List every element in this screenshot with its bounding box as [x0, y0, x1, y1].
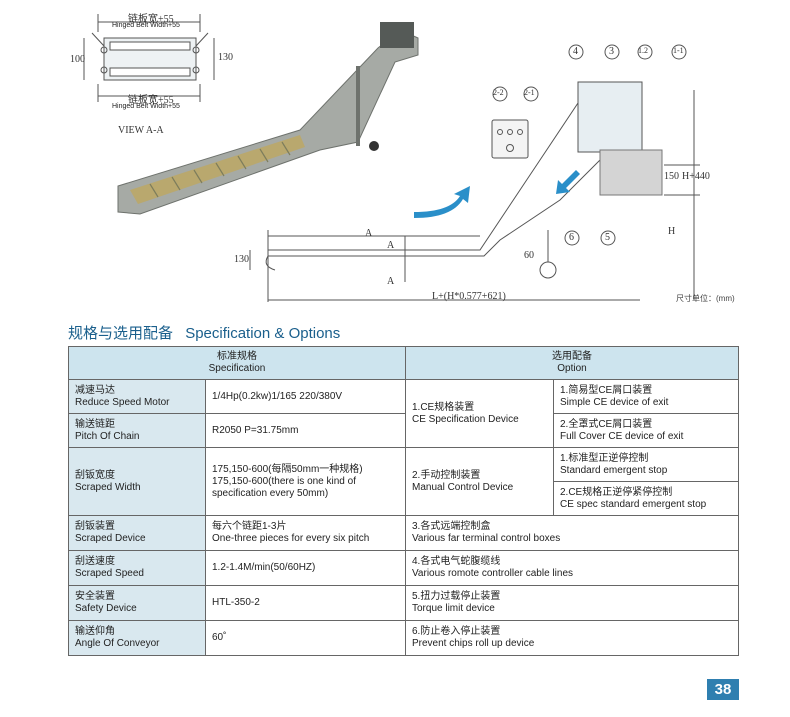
option-ce-simple: 1.简易型CE屑口装置 Simple CE device of exit	[553, 379, 739, 414]
option-cable-lines: 4.各式电气蛇腹缆线 Various romote controller cab…	[405, 550, 739, 586]
callout-3: 3	[609, 46, 614, 57]
table-row: 刮钣装置 Scraped Device 每六个链距1-3片 One-three …	[68, 515, 739, 551]
dim-60: 60	[524, 250, 534, 261]
dim-top-en: Hinged Belt Width+55	[112, 22, 180, 29]
cross-section-view	[83, 14, 215, 102]
dim-130-left: 130	[234, 254, 249, 265]
option-standard-stop: 1.标准型正逆停控制 Standard emergent stop	[553, 447, 739, 482]
spec-table: 标准规格 Specification 选用配备 Option 减速马达 Redu…	[68, 346, 739, 656]
table-header-row: 标准规格 Specification 选用配备 Option	[68, 346, 739, 380]
dim-100: 100	[70, 54, 85, 65]
row-value-pitch: R2050 P=31.75mm	[205, 413, 406, 448]
option-ce-full: 2.全罩式CE屑口装置 Full Cover CE device of exit	[553, 413, 739, 448]
flow-arrow-icon	[556, 170, 580, 194]
callout-1-2: 1.2	[638, 46, 648, 55]
option-ce-device: 1.CE规格装置 CE Specification Device	[405, 379, 554, 448]
option-ce-stop: 2.CE规格正逆停紧停控制 CE spec standard emergent …	[553, 481, 739, 516]
dim-h: H	[668, 226, 676, 237]
dim-bottom-en: Hinged Belt Width+55	[112, 103, 180, 110]
row-value-speed: 1.2-1.4M/min(50/60HZ)	[205, 550, 406, 586]
callout-4: 4	[573, 46, 578, 57]
section-title-en: Specification & Options	[185, 325, 341, 342]
option-roll-up-stop: 6.防止卷入停止装置 Prevent chips roll up device	[405, 620, 739, 656]
callout-6: 6	[569, 232, 574, 243]
dim-a3: A	[387, 276, 395, 287]
page-number: 38	[707, 679, 739, 700]
callout-2-2: 2-2	[493, 88, 504, 97]
table-row: 刮钣宽度 Scraped Width 175,150-600(每隔50mm一种规…	[68, 447, 739, 516]
row-value-device: 每六个链距1-3片 One-three pieces for every six…	[205, 515, 406, 551]
row-value-motor: 1/4Hp(0.2kw)1/165 220/380V	[205, 379, 406, 414]
table-row: 刮送速度 Scraped Speed 1.2-1.4M/min(50/60HZ)…	[68, 550, 739, 586]
callout-1-1: 1-1	[673, 46, 684, 55]
option-control-boxes: 3.各式远端控制盒 Various far terminal control b…	[405, 515, 739, 551]
row-label-width: 刮钣宽度 Scraped Width	[68, 447, 206, 516]
table-row: 减速马达 Reduce Speed Motor 1/4Hp(0.2kw)1/16…	[68, 379, 739, 448]
callout-5: 5	[605, 232, 610, 243]
table-row: 2.CE规格正逆停紧停控制 CE spec standard emergent …	[69, 481, 739, 516]
unit-note: 尺寸单位：(mm)	[676, 294, 735, 303]
technical-drawings	[83, 14, 700, 302]
table-row: 输送链距 Pitch Of Chain R2050 P=31.75mm 2.全罩…	[68, 413, 739, 448]
section-title-cn: 规格与选用配备	[68, 325, 174, 342]
row-value-angle: 60˚	[205, 620, 406, 656]
dim-a2: A	[387, 240, 395, 251]
option-torque-limit: 5.扭力过载停止装置 Torque limit device	[405, 585, 739, 621]
header-specification: 标准规格 Specification	[68, 346, 406, 380]
conveyor-photo	[117, 22, 419, 215]
row-value-width: 175,150-600(每隔50mm一种规格) 175,150-600(ther…	[205, 447, 406, 516]
section-title: 规格与选用配备 Specification & Options	[68, 322, 340, 343]
table-row: 输送仰角 Angle Of Conveyor 60˚ 6.防止卷入停止装置 Pr…	[68, 620, 739, 656]
row-label-device: 刮钣装置 Scraped Device	[68, 515, 206, 551]
dim-130-top: 130	[218, 52, 233, 63]
dim-h440: H+440	[682, 171, 710, 182]
row-label-pitch: 输送链距 Pitch Of Chain	[68, 413, 206, 448]
row-label-angle: 输送仰角 Angle Of Conveyor	[68, 620, 206, 656]
option-manual-control: 2.手动控制装置 Manual Control Device	[405, 447, 554, 516]
header-option: 选用配备 Option	[405, 346, 739, 380]
callout-2-1: 2-1	[524, 88, 535, 97]
dim-bottom-cn: 链板宽+55	[128, 95, 174, 106]
flow-arrow-icon	[414, 186, 470, 218]
row-label-speed: 刮送速度 Scraped Speed	[68, 550, 206, 586]
dim-a1: A	[365, 228, 373, 239]
row-label-safety: 安全装置 Safety Device	[68, 585, 206, 621]
row-label-motor: 减速马达 Reduce Speed Motor	[68, 379, 206, 414]
table-row: 安全装置 Safety Device HTL-350-2 5.扭力过载停止装置 …	[68, 585, 739, 621]
dim-150: 150	[664, 171, 679, 182]
row-value-safety: HTL-350-2	[205, 585, 406, 621]
side-elevation-drawing	[249, 44, 700, 302]
view-label: VIEW A-A	[118, 125, 164, 136]
dim-length: L+(H*0.577+621)	[432, 291, 506, 302]
dim-top-cn: 链板宽+55	[128, 14, 174, 25]
